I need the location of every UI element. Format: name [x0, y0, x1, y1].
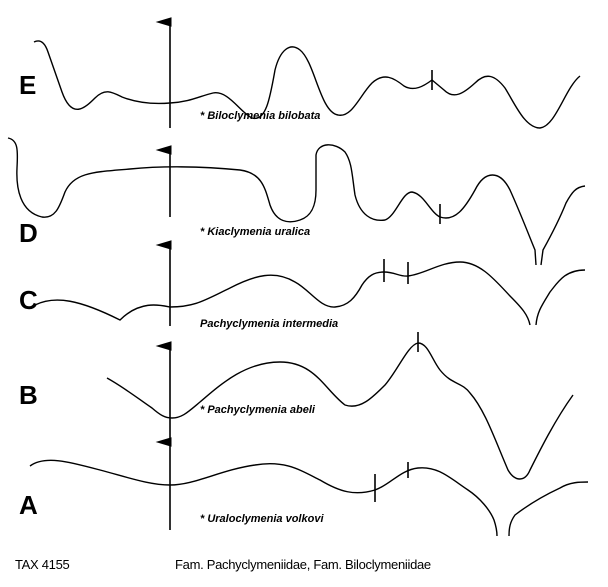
species-name-c: Pachyclymenia intermedia — [200, 318, 339, 330]
family-caption: Fam. Pachyclymeniidae, Fam. Biloclymenii… — [175, 557, 431, 572]
row-label-c: C — [19, 285, 38, 315]
row-label-a: A — [19, 490, 38, 520]
species-name-a: * Uraloclymenia volkovi — [200, 513, 324, 525]
suture-b — [106, 332, 574, 480]
suture-d — [7, 137, 586, 266]
suture-a — [29, 437, 589, 537]
row-label-e: E — [19, 70, 37, 100]
catalog-code: TAX 4155 — [15, 557, 70, 572]
suture-e — [33, 17, 581, 129]
species-name-d: * Kiaclymenia uralica — [200, 226, 311, 238]
row-label-d: D — [19, 218, 38, 248]
species-name-e: * Biloclymenia bilobata — [200, 110, 321, 122]
row-label-b: B — [19, 380, 38, 410]
species-name-b: * Pachyclymenia abeli — [200, 404, 315, 416]
suture-c — [34, 240, 586, 326]
